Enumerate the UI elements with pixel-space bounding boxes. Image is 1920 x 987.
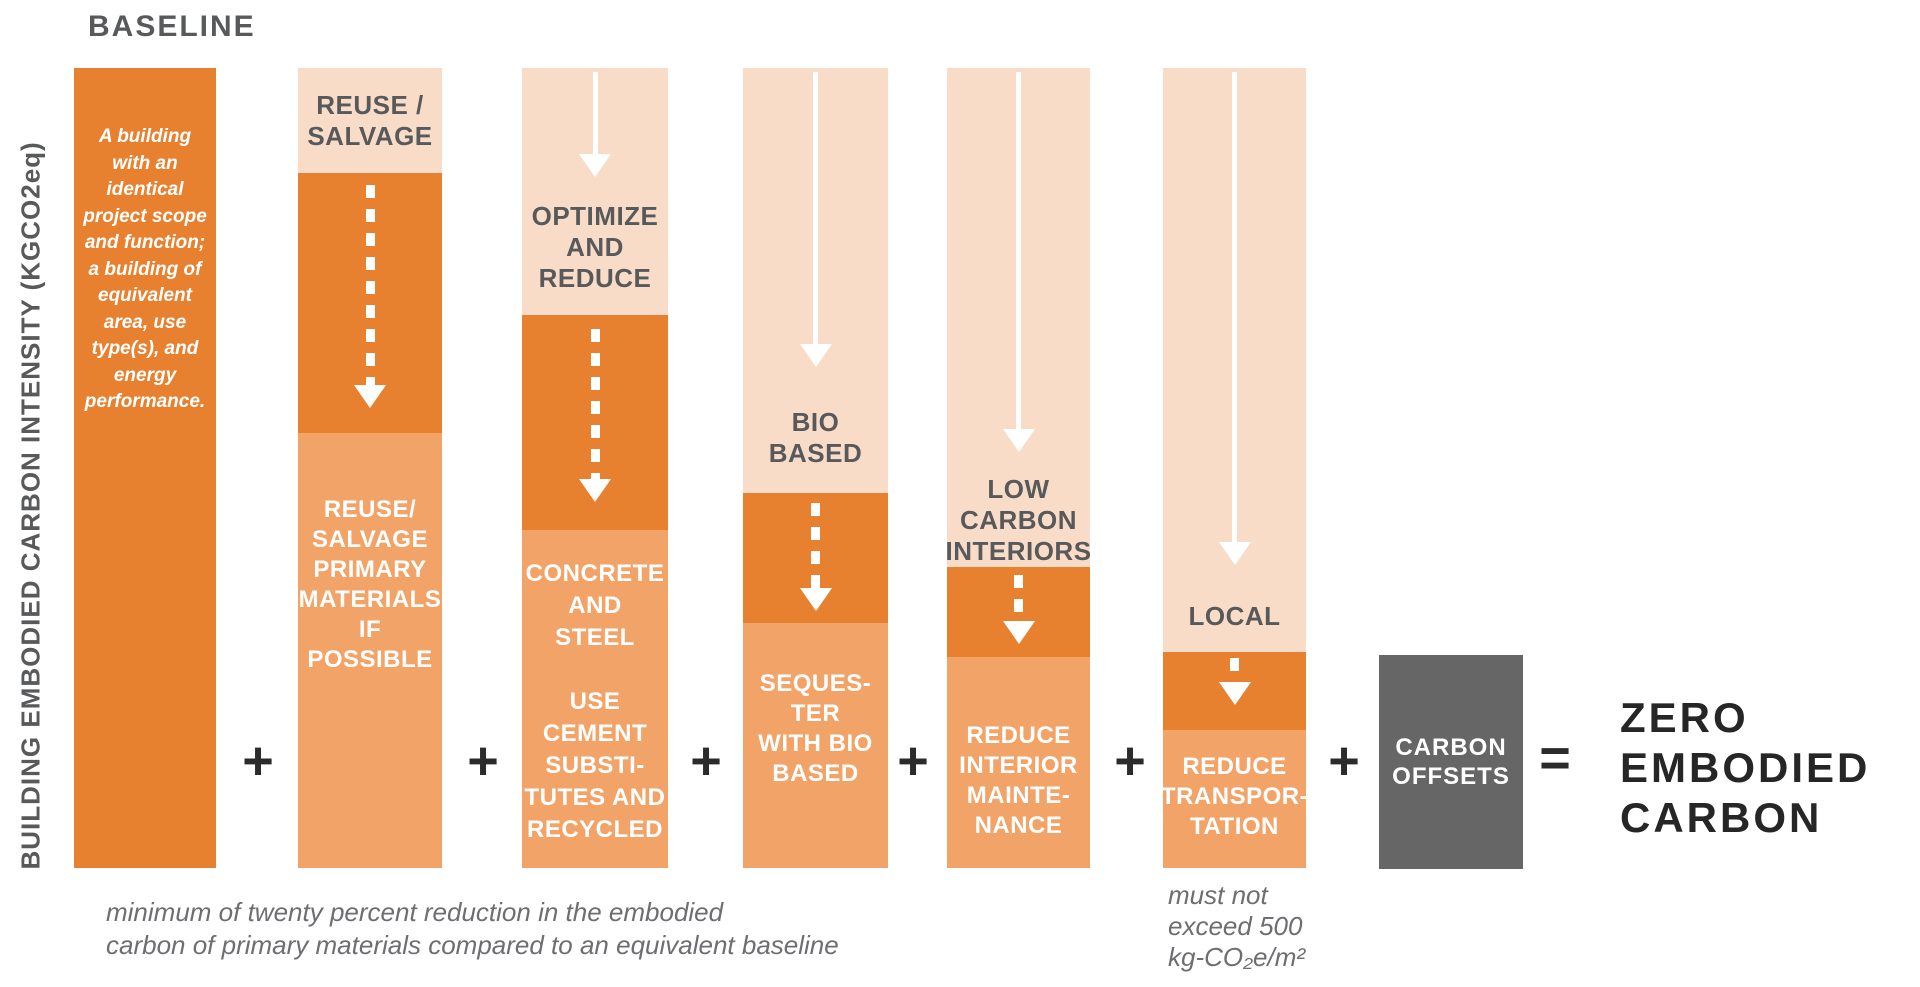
down-arrow-dashed-icon: [1002, 575, 1035, 644]
down-arrow-dashed-icon: [799, 503, 832, 611]
arrow-head: [799, 344, 832, 367]
equals-operator: =: [1539, 728, 1571, 788]
down-arrow-solid-icon: [579, 72, 611, 177]
footnote-local-limit: must not exceed 500 kg-CO₂e/m²: [1168, 880, 1306, 972]
low-carbon-interiors-body: REDUCE INTERIOR MAINTE- NANCE: [959, 722, 1078, 839]
optimize-reduce-label: OPTIMIZE AND REDUCE: [531, 201, 659, 293]
arrow-head: [1218, 542, 1251, 565]
down-arrow-solid-icon: [1002, 72, 1035, 452]
down-arrow-solid-icon: [799, 72, 832, 367]
local-body: REDUCE TRANSPOR- TATION: [1160, 753, 1309, 840]
down-arrow-dashed-icon: [579, 329, 611, 502]
plus-operator: +: [897, 731, 929, 791]
bar-reuse-salvage: REUSE / SALVAGE REUSE/ SALVAGE PRIMARY M…: [298, 68, 442, 868]
arrow-head: [579, 154, 611, 177]
low-carbon-interiors-remaining-segment: REDUCE INTERIOR MAINTE- NANCE: [947, 657, 1090, 868]
baseline-header: BASELINE: [88, 10, 256, 43]
arrow-line: [592, 72, 598, 154]
arrow-line: [1230, 658, 1239, 682]
arrow-head: [1002, 621, 1035, 644]
baseline-description: A building with an identical project sco…: [83, 126, 207, 412]
optimize-reduce-top-segment: OPTIMIZE AND REDUCE: [522, 68, 668, 315]
plus-operator: +: [1328, 731, 1360, 791]
bar-baseline: A building with an identical project sco…: [74, 68, 216, 868]
arrow-head: [354, 385, 386, 408]
arrow-line: [590, 329, 600, 479]
bio-based-reduction-segment: [743, 493, 888, 623]
low-carbon-interiors-top-segment: LOW CARBON INTERIORS: [945, 68, 1092, 567]
reuse-salvage-remaining-segment: REUSE/ SALVAGE PRIMARY MATERIALS IF POSS…: [298, 433, 442, 868]
optimize-reduce-reduction-segment: [522, 315, 668, 530]
arrow-head: [799, 588, 832, 611]
local-remaining-segment: REDUCE TRANSPOR- TATION: [1160, 730, 1309, 868]
reuse-salvage-label: REUSE / SALVAGE: [307, 89, 433, 151]
down-arrow-solid-icon: [1218, 72, 1251, 565]
plus-operator: +: [467, 731, 499, 791]
bar-bio-based: BIO BASED SEQUES- TER WITH BIO BASED: [743, 68, 888, 868]
arrow-line: [811, 503, 820, 588]
arrow-head: [1218, 682, 1251, 705]
bar-low-carbon-interiors: LOW CARBON INTERIORS REDUCE INTERIOR MAI…: [945, 68, 1092, 868]
optimize-reduce-body: CONCRETE AND STEEL USE CEMENT SUBSTI- TU…: [524, 560, 666, 843]
reuse-salvage-body: REUSE/ SALVAGE PRIMARY MATERIALS IF POSS…: [298, 496, 442, 673]
plus-operator: +: [242, 731, 274, 791]
reuse-salvage-reduction-segment: [298, 173, 442, 433]
down-arrow-dashed-icon: [354, 185, 386, 408]
down-arrow-dashed-icon: [1218, 658, 1251, 705]
bar-optimize-reduce: OPTIMIZE AND REDUCE CONCRETE AND STEEL U…: [522, 68, 668, 868]
bio-based-top-segment: BIO BASED: [743, 68, 888, 493]
carbon-offsets-box: CARBON OFFSETS: [1379, 655, 1523, 869]
bio-based-remaining-segment: SEQUES- TER WITH BIO BASED: [743, 623, 888, 868]
arrow-line: [1014, 575, 1023, 621]
result-text: ZERO EMBODIED CARBON: [1620, 694, 1871, 841]
baseline-segment: A building with an identical project sco…: [74, 68, 216, 868]
arrow-head: [1002, 429, 1035, 452]
plus-operator: +: [690, 731, 722, 791]
carbon-offsets-label: CARBON OFFSETS: [1392, 734, 1510, 790]
bio-based-label: BIO BASED: [768, 407, 863, 468]
bio-based-body: SEQUES- TER WITH BIO BASED: [758, 670, 873, 787]
arrow-line: [365, 185, 375, 385]
y-axis-label: BUILDING EMBODIED CARBON INTENSITY (KGCO…: [15, 141, 46, 870]
local-top-segment: LOCAL: [1163, 68, 1306, 652]
arrow-line: [1016, 72, 1021, 429]
arrow-line: [813, 72, 818, 344]
optimize-reduce-remaining-segment: CONCRETE AND STEEL USE CEMENT SUBSTI- TU…: [522, 530, 668, 868]
arrow-head: [579, 479, 611, 502]
low-carbon-interiors-reduction-segment: [947, 567, 1090, 657]
plus-operator: +: [1114, 731, 1146, 791]
reuse-salvage-top-segment: REUSE / SALVAGE: [298, 68, 442, 173]
bar-local: LOCAL REDUCE TRANSPOR- TATION: [1160, 68, 1309, 868]
local-reduction-segment: [1163, 652, 1306, 730]
local-label: LOCAL: [1188, 601, 1281, 631]
footnote-reduction: minimum of twenty percent reduction in t…: [106, 897, 839, 960]
arrow-line: [1232, 72, 1237, 542]
low-carbon-interiors-label: LOW CARBON INTERIORS: [945, 474, 1092, 566]
